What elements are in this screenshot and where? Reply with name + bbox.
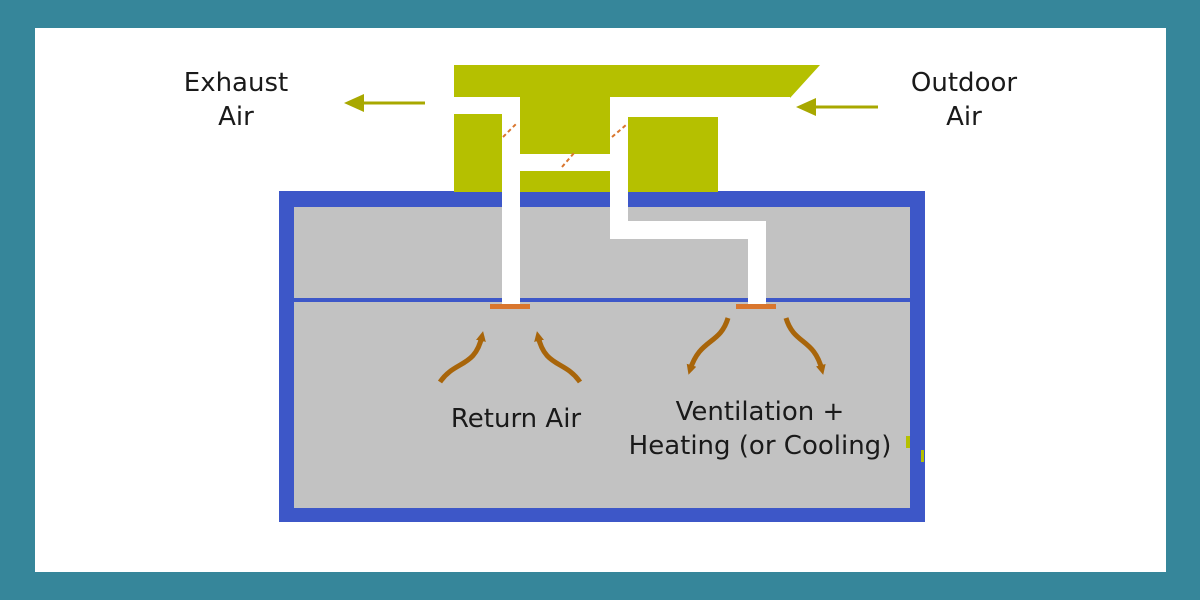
- outdoor-air-label: Outdoor Air: [900, 66, 1028, 134]
- return-air-label: Return Air: [450, 404, 582, 434]
- ceiling-line: [294, 298, 910, 302]
- ventilation-line2: Heating (or Cooling): [628, 431, 892, 461]
- supply-diffuser: [736, 304, 776, 309]
- exhaust-damper: [502, 123, 517, 138]
- outdoor-damper: [611, 124, 627, 138]
- mixing-duct-horizontal: [520, 154, 610, 171]
- stray-mark: [921, 450, 924, 462]
- return-grille: [490, 304, 530, 309]
- exhaust-air-label: Exhaust Air: [170, 66, 302, 134]
- supply-duct: [610, 97, 766, 306]
- outdoor-air-line1: Outdoor: [910, 68, 1018, 98]
- exhaust-air-line2: Air: [218, 102, 254, 132]
- outdoor-arrow-head: [796, 98, 816, 116]
- outdoor-air-line2: Air: [946, 102, 982, 132]
- supply-arrow-left: [686, 317, 731, 375]
- ventilation-label: Ventilation + Heating (or Cooling): [610, 395, 910, 463]
- supply-arrow-right: [783, 317, 826, 375]
- exhaust-air-line1: Exhaust: [183, 68, 289, 98]
- ventilation-line1: Ventilation +: [675, 397, 845, 427]
- return-arrow-right: [534, 331, 583, 384]
- stray-mark: [906, 436, 910, 448]
- mixing-damper: [561, 152, 575, 168]
- return-duct-vertical: [502, 97, 520, 306]
- outdoor-duct-horizontal: [610, 97, 790, 117]
- exhaust-arrow-head: [344, 94, 364, 112]
- building-interior: [294, 207, 910, 508]
- return-arrow-left: [437, 331, 486, 384]
